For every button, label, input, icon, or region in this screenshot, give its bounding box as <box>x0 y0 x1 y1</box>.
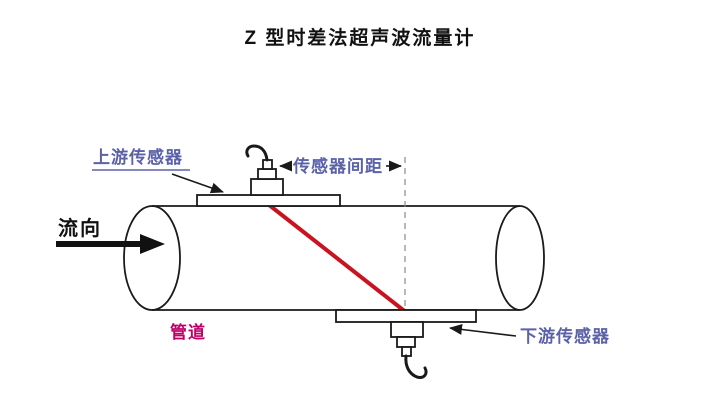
flow-direction-label: 流向 <box>58 216 102 240</box>
pipe-left-end-cap <box>123 205 181 311</box>
flow-direction-callout: 流向 <box>56 216 165 254</box>
downstream-cable <box>404 354 428 379</box>
sensor-spacing-label: 传感器间距 <box>292 156 383 176</box>
downstream-sensor-body <box>390 321 424 338</box>
pipe-label: 管道 <box>170 322 206 342</box>
downstream-mounting-plate <box>335 309 477 323</box>
upstream-leader-arrow <box>171 173 224 194</box>
downstream-leader-arrow <box>449 323 517 337</box>
upstream-sensor-body <box>250 178 284 196</box>
sensor-spacing-dimension: 传感器间距 <box>279 156 402 176</box>
flow-arrow-head <box>140 234 165 254</box>
downstream-sensor-callout: 下游传感器 <box>449 323 610 346</box>
downstream-transducer <box>335 309 477 379</box>
upstream-sensor-label: 上游传感器 <box>93 147 183 167</box>
upstream-sensor-neck <box>257 168 277 180</box>
diagram-title: Z 型时差法超声波流量计 <box>245 26 476 49</box>
upstream-mounting-plate <box>196 194 341 207</box>
downstream-sensor-neck <box>396 336 416 348</box>
upstream-sensor-callout: 上游传感器 <box>92 147 224 194</box>
upstream-transducer <box>196 144 341 207</box>
downstream-sensor-label: 下游传感器 <box>520 326 610 346</box>
ultrasonic-beam-path <box>262 199 409 315</box>
pipe-right-end-cap <box>495 205 545 311</box>
upstream-cable <box>245 144 269 162</box>
